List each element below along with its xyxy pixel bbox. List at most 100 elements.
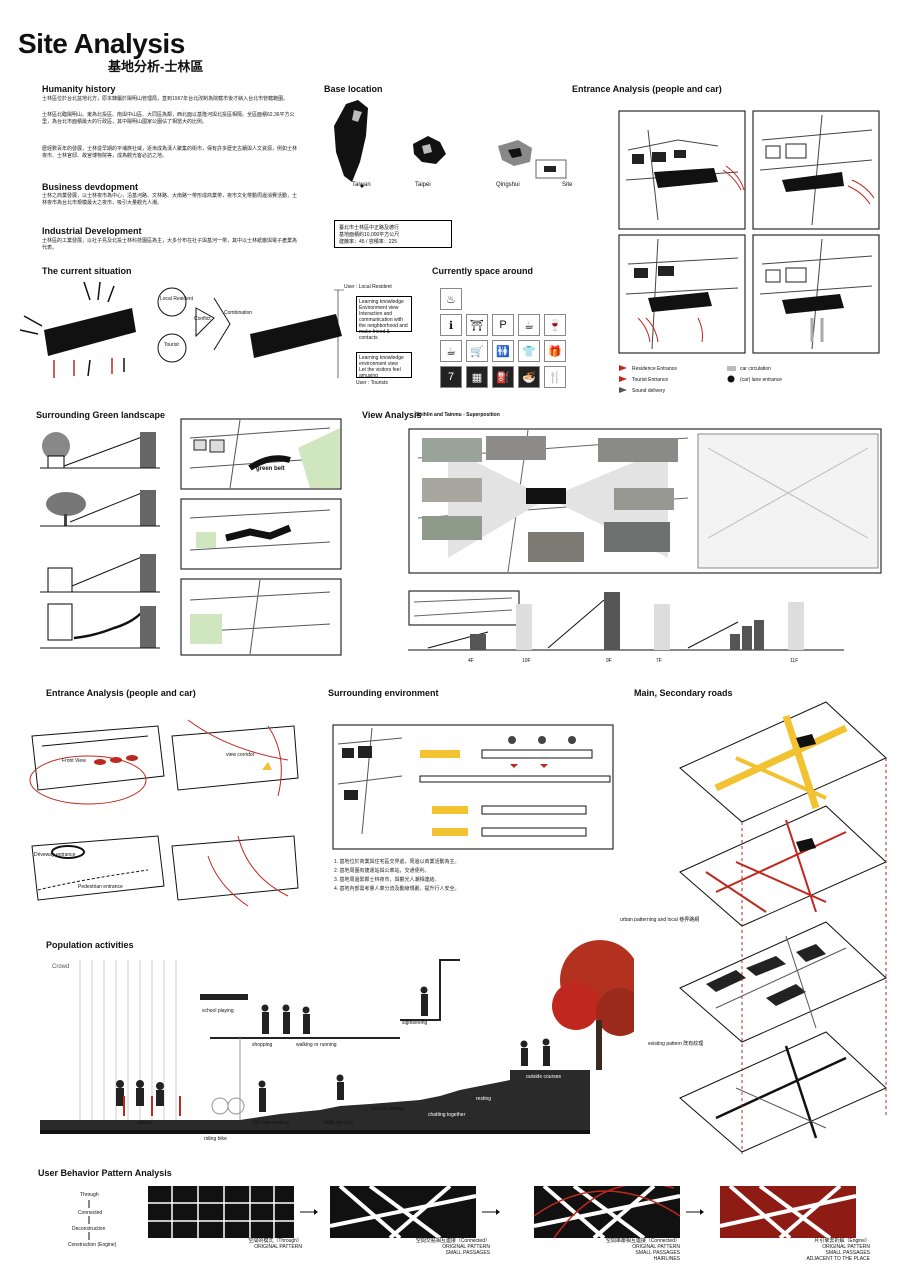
shopping-cart-icon: 🛒 — [466, 340, 488, 362]
behavior-step-1: Through — [80, 1192, 99, 1198]
label-qingshui: Qingshui — [496, 182, 520, 188]
view-level-9f: 9F — [606, 658, 612, 664]
legend-sound: Sound delivery — [632, 388, 666, 394]
population-figures — [116, 986, 550, 1112]
green-section-3 — [40, 554, 160, 593]
hot-spring-icon: ♨ — [440, 288, 462, 310]
bar-icon: 🍷 — [544, 314, 566, 336]
business-text: 士林之商業發展，以士林夜市為中心，沿基河路、文林路、大南路一帶形成商業帶，夜市文… — [42, 193, 298, 207]
roads-label-1: urban patterning and local 巷弄路網 — [620, 917, 700, 923]
roads-layer-2 — [679, 805, 887, 927]
restaurant-icon: 🍴 — [544, 366, 566, 388]
entrance-driveway: Driveway entrance — [34, 852, 76, 858]
roads-layer-1 — [679, 701, 887, 823]
view-height-diagram — [408, 590, 844, 651]
behavior-heading: User Behavior Pattern Analysis — [38, 1168, 172, 1178]
entrance-map-2 — [752, 110, 880, 230]
base-location-maps — [334, 100, 567, 188]
entrance-map-3 — [618, 234, 746, 354]
green-section-diagrams — [40, 432, 160, 649]
population-columns — [79, 960, 177, 1120]
green-map-3 — [180, 578, 342, 656]
surrounding-env-heading: Surrounding environment — [328, 688, 439, 698]
pop-old-man: Old man walking — [252, 1120, 289, 1126]
green-map-1 — [180, 418, 342, 490]
space-around-heading: Currently space around — [432, 266, 534, 276]
view-level-7f: 7F — [656, 658, 662, 664]
gift-icon: 🎁 — [544, 340, 566, 362]
taiwan-map — [334, 100, 368, 182]
view-level-10f: 10F — [522, 658, 531, 664]
behavior-patterns — [148, 1186, 857, 1240]
pattern-through — [148, 1186, 294, 1238]
entrance-legend-markers-2 — [727, 366, 736, 383]
cafe-icon: ☕ — [518, 314, 540, 336]
current-heading: The current situation — [42, 266, 132, 276]
label-site: Site — [562, 182, 573, 188]
industrial-heading: Industrial Development — [42, 226, 142, 236]
fuel-icon: ⛽ — [492, 366, 514, 388]
current-note-tourist: Learning knowledge environment view Let … — [356, 352, 412, 379]
entrance-mid-diagrams — [29, 719, 299, 907]
env-note-4: 4. 基地內部需考量人車分流及動線規劃，提升行人安全。 — [334, 886, 460, 892]
pattern-deconstruction — [533, 1186, 681, 1240]
entrance-legend-markers — [619, 365, 627, 393]
pop-eating: eating — [138, 1120, 152, 1126]
pop-school-playing: school playing — [202, 1008, 234, 1014]
current-situation-diagram — [19, 281, 344, 378]
green-section-2 — [40, 490, 160, 527]
population-heading: Population activities — [46, 940, 134, 950]
temple-icon: ⛩ — [466, 314, 488, 336]
restroom-icon: 🚻 — [492, 340, 514, 362]
roads-label-2: existing pattern 既有紋理 — [648, 1041, 704, 1047]
roads-axonometric-stack — [679, 701, 887, 1154]
env-note-3: 3. 基地周邊緊鄰士林夜市，與觀光人潮相連結。 — [334, 877, 440, 883]
humanity-p1: 士林區位於台北盆地北方，原本隸屬於陽明山管理局，直到1967年台北改制為院轄市後… — [42, 96, 289, 102]
behavior-caption-4: 片引擎去折解（Engine） ORIGINAL PATTERN SMALL PA… — [806, 1238, 870, 1262]
information-icon: ℹ — [440, 314, 462, 336]
green-section-4 — [40, 603, 160, 649]
surrounding-env-diagram — [332, 724, 614, 850]
coffee-icon: ☕ — [440, 340, 462, 362]
roads-layer-4 — [679, 1031, 887, 1153]
view-subheading: Shihlin and Tainmu - Superposition — [416, 412, 500, 418]
roads-heading: Main, Secondary roads — [634, 688, 733, 698]
convenience-store-icon: 7 — [440, 366, 462, 388]
current-combination: Combination — [224, 310, 253, 316]
label-taipei: Taipei — [415, 182, 431, 188]
population-section — [40, 940, 634, 1134]
pop-riding-bike: riding bike — [204, 1136, 227, 1142]
behavior-caption-3: 空間串聯相互連接（Connected） ORIGINAL PATTERN SMA… — [605, 1238, 680, 1262]
industrial-text: 士林區的工業發展，以社子島及北投士林科技園區為主，大多分布在社子與基河一帶，其中… — [42, 238, 298, 252]
legend-tourist: Tourist Entrance — [632, 377, 669, 383]
entrance-front-view: Front View — [62, 758, 86, 764]
entrance-mid-3 — [31, 835, 165, 901]
business-heading: Business devdopment — [42, 182, 139, 192]
behavior-step-4: Construction (Engine) — [68, 1242, 117, 1248]
clothing-icon: 👕 — [518, 340, 540, 362]
current-tourist: Tourist — [164, 342, 179, 348]
env-note-2: 2. 基地周圍有捷運站與公車站，交通便利。 — [334, 868, 430, 874]
entrance-top-maps — [618, 110, 880, 354]
pop-sightseeing: sightseeing — [402, 1020, 428, 1026]
base-location-heading: Base location — [324, 84, 383, 94]
humanity-heading: Humanity history — [42, 84, 116, 94]
legend-residence: Residence Entrance — [632, 366, 678, 372]
entrance-view-corridor: view corridor — [226, 752, 255, 758]
population-tree — [552, 940, 634, 1070]
site-info-3: 建蔽率：45 / 容積率：225 — [339, 239, 398, 245]
view-analysis-map — [408, 428, 882, 574]
current-user-local: User : Local Resident — [344, 284, 392, 290]
noodle-icon: 🍜 — [518, 366, 540, 388]
humanity-p3: 歷經數百年的發展，士林從早期的平埔族社域，逐漸成為漢人聚集的街市，保有許多歷史古… — [42, 146, 298, 160]
pattern-engine — [719, 1186, 857, 1240]
green-map-2 — [180, 498, 342, 570]
green-belt-label: green belt — [256, 466, 285, 472]
current-local-resident: Local Resident — [160, 296, 194, 302]
behavior-step-3: Deconstruction — [72, 1226, 106, 1232]
current-conflict: Conflict — [194, 316, 211, 322]
behavior-caption-1: 空間的模式（Through） ORIGINAL PATTERN — [248, 1238, 302, 1250]
surrounding-env-notes: 1. 基地位於商業與住宅區交界處，周邊以商業活動為主。 2. 基地周圍有捷運站與… — [334, 858, 618, 894]
behavior-step-2: Connected — [78, 1210, 103, 1216]
pop-outside-courses: outside courses — [526, 1074, 562, 1080]
